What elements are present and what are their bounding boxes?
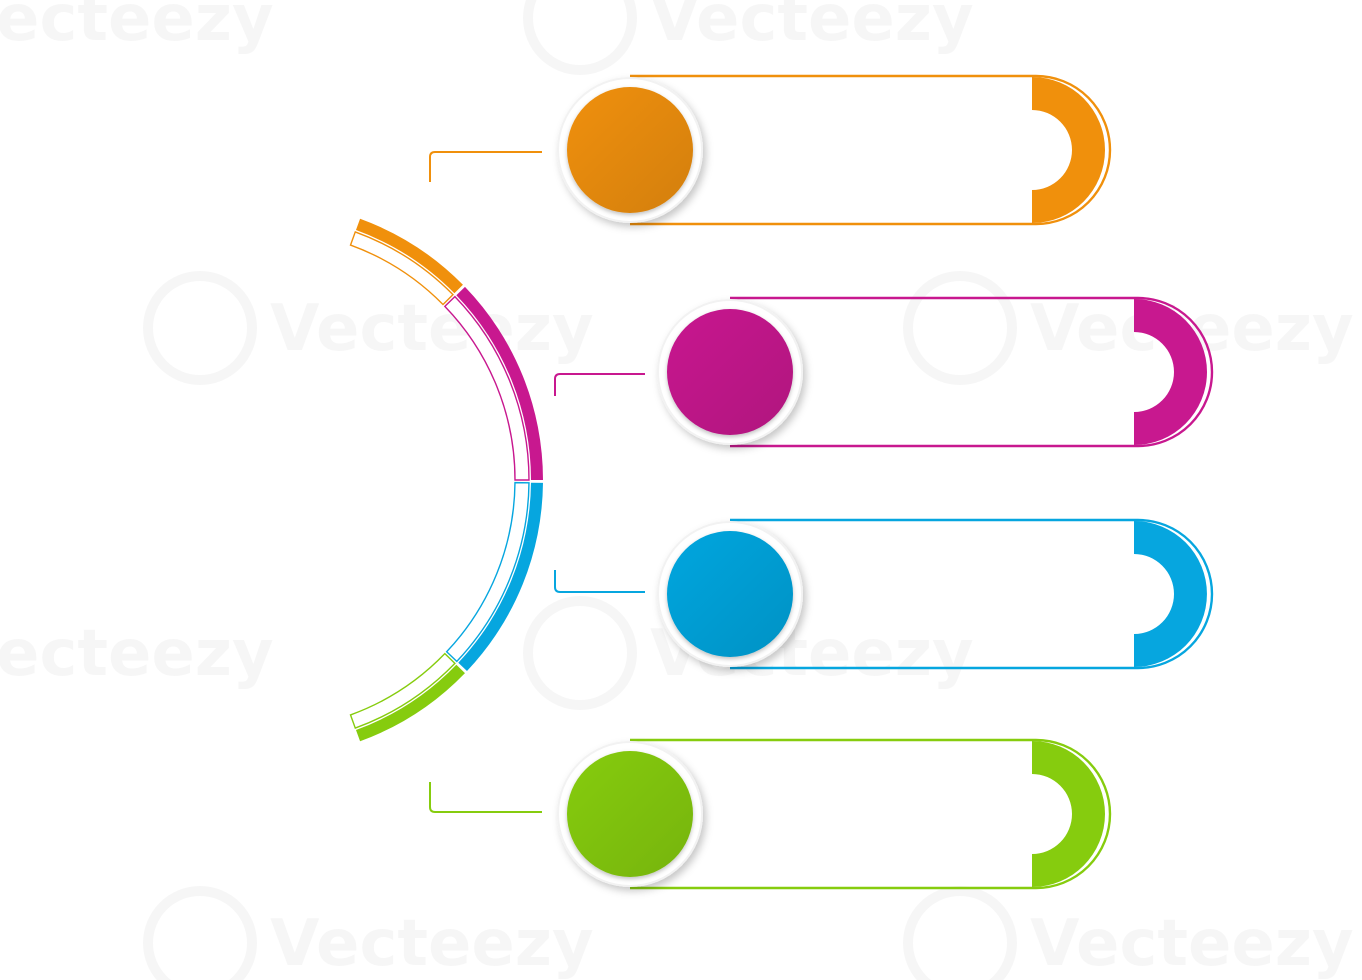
step-1-connector (429, 151, 542, 182)
arc-segment-orange (349, 218, 463, 306)
watermark-text: Vecteezy (0, 0, 274, 56)
watermark: Vecteezy (908, 891, 1354, 980)
watermark: Vecteezy (148, 276, 594, 380)
arc-band-solid (458, 482, 543, 672)
arc-segment-green (349, 652, 465, 742)
step-1-capsule-outline (630, 74, 1112, 226)
step-3-end-cap (1134, 521, 1207, 667)
watermark-text: Vecteezy (650, 0, 974, 56)
step-4-card (557, 738, 1112, 890)
step-3-capsule-outline (730, 518, 1214, 670)
circle-icon (667, 309, 793, 435)
step-2-capsule-outline (730, 296, 1214, 448)
step-3-card (657, 518, 1214, 670)
arc-band-outline (445, 481, 530, 663)
vecteezy-logo-icon (148, 276, 252, 380)
semicircle-arc (349, 218, 543, 742)
circle-icon (567, 751, 693, 877)
watermark: Vecteezy (148, 891, 594, 980)
vecteezy-logo-icon (148, 891, 252, 980)
watermark-text: Vecteezy (270, 907, 594, 980)
step-3-connector (554, 570, 645, 593)
arc-band-outline (349, 652, 456, 729)
arc-band-outline (443, 295, 530, 481)
arc-segment-blue (445, 481, 543, 672)
watermark-text: Vecteezy (0, 617, 274, 691)
step-1-end-cap (1032, 77, 1105, 223)
vecteezy-logo-icon (908, 891, 1012, 980)
vecteezy-logo-icon (528, 0, 632, 70)
circle-icon (567, 87, 693, 213)
watermark-text: Vecteezy (270, 292, 594, 366)
step-4-connector (429, 782, 542, 813)
arc-band-solid (456, 286, 543, 480)
step-cards (557, 74, 1214, 890)
step-2-connector (554, 373, 645, 396)
arc-band-outline (349, 231, 454, 306)
watermark: Vecteezy (0, 601, 274, 705)
arc-band-solid (355, 664, 465, 742)
vecteezy-logo-icon (908, 276, 1012, 380)
circle-icon (667, 531, 793, 657)
step-4-capsule-outline (630, 738, 1112, 890)
arc-segment-magenta (443, 286, 543, 481)
arc-band-solid (355, 218, 463, 294)
step-4-end-cap (1032, 741, 1105, 887)
step-2-card (657, 296, 1214, 448)
vecteezy-logo-icon (528, 601, 632, 705)
step-1-card (557, 74, 1112, 226)
watermark: Vecteezy (0, 0, 274, 70)
connectors (429, 151, 645, 813)
watermark-text: Vecteezy (1030, 907, 1354, 980)
watermark: Vecteezy (528, 0, 974, 70)
step-2-end-cap (1134, 299, 1207, 445)
watermark: Vecteezy (908, 276, 1354, 380)
